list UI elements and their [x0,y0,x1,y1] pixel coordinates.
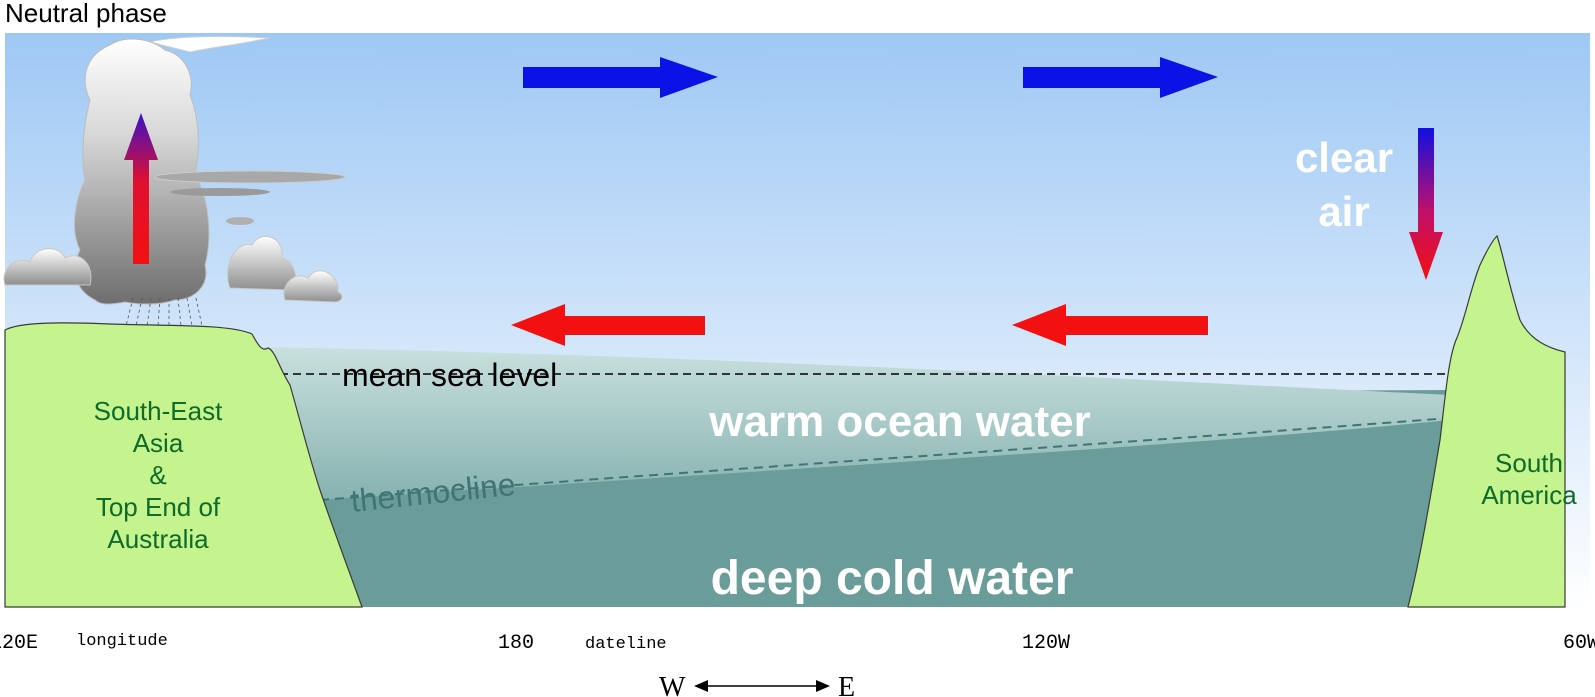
land-right [1407,234,1566,608]
land-label-right: America [1481,480,1577,510]
land-left [4,322,363,608]
warm-ocean-water-layer [260,347,1450,500]
rising-air-arrow-icon [124,113,158,264]
clear-air-label: air [1318,188,1369,235]
clear-air-label: clear [1295,134,1393,181]
axis-longitude-label: longitude [76,632,168,651]
axis-dateline-label: dateline [585,635,667,654]
compass-west-label: W [659,672,686,697]
deep-cold-water-label: deep cold water [711,552,1074,605]
sinking-air-arrow-icon [1409,128,1443,280]
land-label-left: Australia [107,524,209,554]
axis-tick-label: 120E [0,632,38,655]
land-label-right: South [1495,448,1563,478]
warm-ocean-water-label: warm ocean water [708,397,1091,446]
land-label-left: Asia [133,428,184,458]
axis-tick-label: 120W [1022,632,1070,655]
diagram-title: Neutral phase [5,0,167,28]
mean-sea-level-label: mean sea level [342,357,557,393]
land-label-left: & [149,460,166,490]
land-label-left: South-East [94,396,223,426]
east-arrow-icon [1023,57,1218,98]
land-label-left: Top End of [96,492,221,522]
compass-east-label: E [838,672,855,697]
compass-west-east: W E [659,672,855,697]
west-arrow-icon [511,304,705,346]
thermocline-line [319,417,1451,501]
west-arrow-icon [1012,304,1208,346]
axis-tick-label: 180 [498,632,534,655]
east-arrow-icon [523,57,718,98]
axis-tick-label: 60W [1563,632,1595,655]
